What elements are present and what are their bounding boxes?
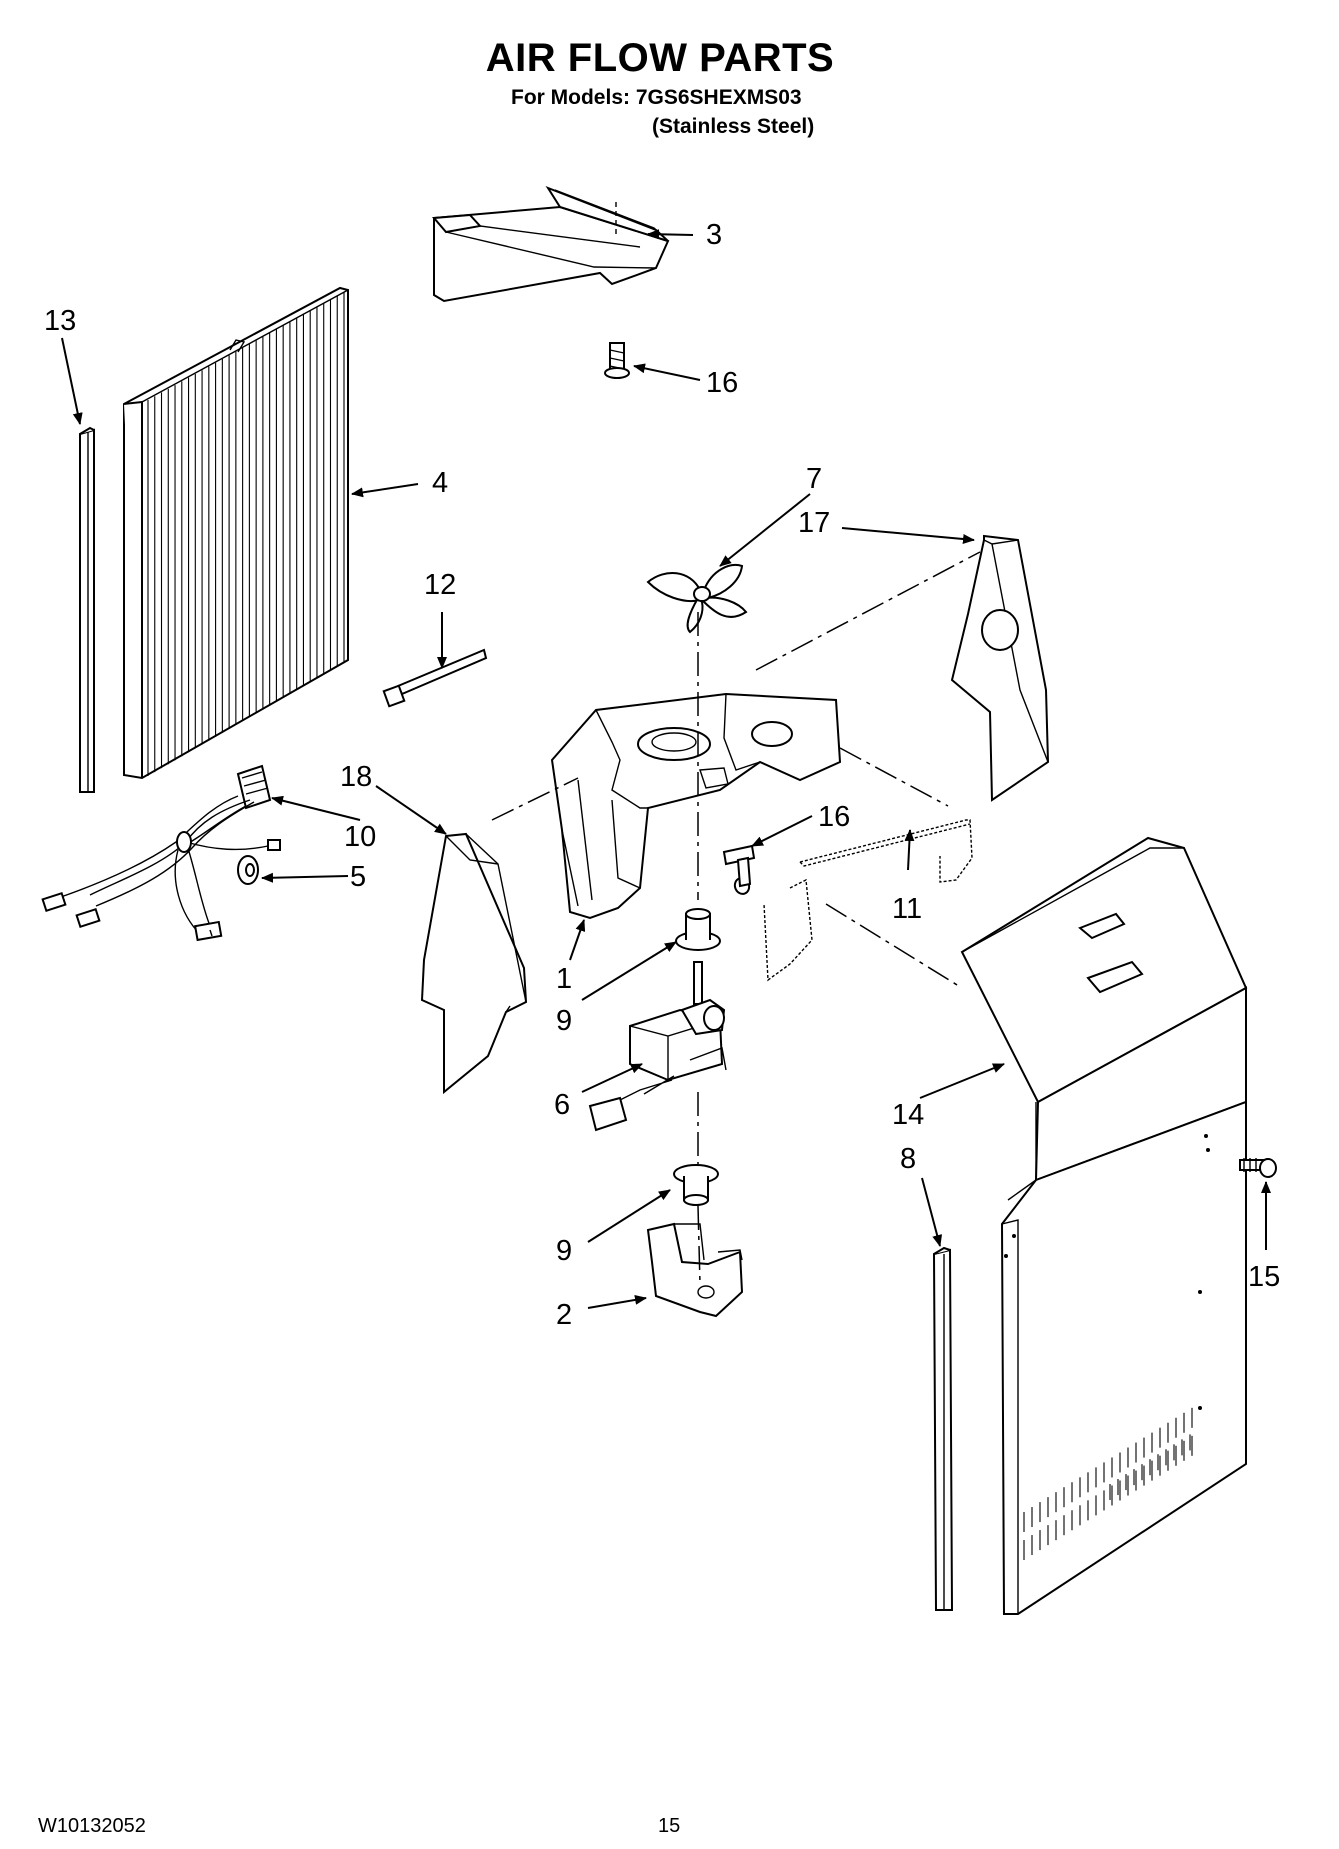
models-line: For Models: 7GS6SHEXMS03 <box>511 86 802 109</box>
callout-7: 7 <box>806 463 822 495</box>
callout-3: 3 <box>706 219 722 251</box>
callout-11: 11 <box>892 893 922 925</box>
callout-labels: 3 16 13 4 7 17 12 18 10 5 16 11 1 9 6 14… <box>44 219 1280 1331</box>
part-9-motor-mount-upper <box>675 908 721 951</box>
part-16-screw-middle <box>722 844 756 895</box>
part-9-motor-mount-lower <box>673 1164 719 1206</box>
document-number: W10132052 <box>38 1815 146 1837</box>
part-8-gasket-strip <box>932 1246 954 1611</box>
callout-2: 2 <box>556 1299 572 1331</box>
part-16-screw-top <box>604 342 630 379</box>
callout-15: 15 <box>1248 1261 1280 1293</box>
callout-4: 4 <box>432 467 448 499</box>
callout-8: 8 <box>900 1143 916 1175</box>
callout-5: 5 <box>350 861 366 893</box>
part-3-duct-cover <box>431 185 670 303</box>
part-17-right-baffle <box>950 534 1050 802</box>
part-18-left-baffle <box>420 832 528 1095</box>
part-12-wire-tie <box>382 648 488 708</box>
page-title: AIR FLOW PARTS <box>485 36 835 80</box>
callout-16-top: 16 <box>706 367 738 399</box>
callout-14: 14 <box>892 1099 924 1131</box>
assembly-guide-lines <box>491 551 981 1285</box>
callout-18: 18 <box>340 761 372 793</box>
part-10-wire-harness <box>41 764 281 942</box>
part-4-evaporator-panel <box>123 286 349 780</box>
callout-17: 17 <box>798 507 830 539</box>
part-6-fan-motor <box>588 961 727 1132</box>
part-11-foam-gasket <box>763 819 973 982</box>
callout-9-upper: 9 <box>556 1005 572 1037</box>
part-13-gasket-strip <box>79 426 95 793</box>
part-7-fan-blade <box>646 564 748 634</box>
part-14-rear-panel <box>960 836 1248 1615</box>
part-15-screw <box>1239 1158 1277 1178</box>
callout-6: 6 <box>554 1089 570 1121</box>
finish-line: (Stainless Steel) <box>652 115 815 138</box>
part-2-motor-bracket <box>646 1222 744 1318</box>
callout-9-lower: 9 <box>556 1235 572 1267</box>
callout-1: 1 <box>556 963 572 995</box>
part-5-grommet <box>237 855 259 885</box>
callout-10: 10 <box>344 821 376 853</box>
callout-12: 12 <box>424 569 456 601</box>
leader-arrows <box>61 229 1271 1309</box>
callout-16-middle: 16 <box>818 801 850 833</box>
callout-13: 13 <box>44 305 76 337</box>
page-number: 15 <box>658 1815 681 1837</box>
part-1-fan-housing <box>550 692 842 920</box>
